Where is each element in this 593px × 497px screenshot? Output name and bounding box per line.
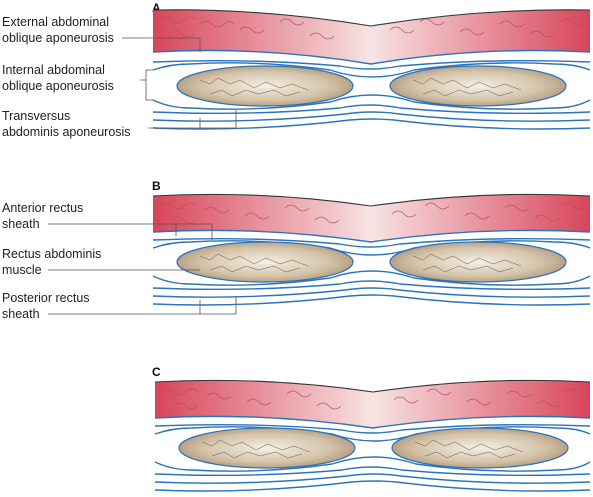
panel-a-letter: A [152,1,161,15]
panel-b-subcutaneous-fat [153,194,590,242]
panel-b-left-rectus-muscle [176,241,354,283]
label-rectus-muscle-line1: Rectus abdominis [2,247,101,261]
panel-a-labels: External abdominal oblique aponeurosis I… [2,15,237,139]
label-external-oblique-line1: External abdominal [2,15,109,29]
label-transversus-line2: abdominis aponeurosis [2,125,131,139]
leader-posterior-sheath [48,296,237,315]
label-internal-oblique-line1: Internal abdominal [2,63,105,77]
panel-a-fat-texture [159,16,585,40]
leader-external-oblique [122,37,201,52]
label-anterior-sheath-line2: sheath [2,217,40,231]
panel-b-right-rectus-muscle [389,241,567,283]
label-external-oblique-line2: oblique aponeurosis [2,31,114,45]
panel-a-left-rectus-muscle [176,65,354,107]
panel-a: A External abdominal oblique aponeurosis [2,1,591,139]
panel-c-subcutaneous-fat [155,380,590,428]
leader-anterior-sheath [48,223,213,240]
panel-b-letter: B [152,179,161,193]
panel-c-fat-texture [161,388,589,410]
label-posterior-sheath-line1: Posterior rectus [2,291,90,305]
panel-b-skin-line [152,193,591,207]
panel-b: B Anterior rectus sheath Rectus abdomini… [2,179,591,321]
label-internal-oblique-line2: oblique aponeurosis [2,79,114,93]
leader-transversus [148,110,237,129]
panel-a-skin-line [152,9,591,27]
panel-c-left-rectus-muscle [178,427,356,469]
label-transversus-line1: Transversus [2,109,70,123]
panel-b-labels: Anterior rectus sheath Rectus abdominis … [2,201,237,321]
panel-b-fascia-lines [152,229,591,306]
panel-c-letter: C [152,365,161,379]
label-posterior-sheath-line2: sheath [2,307,40,321]
panel-c-right-rectus-muscle [391,427,569,469]
panel-a-right-rectus-muscle [389,65,567,107]
label-rectus-muscle-line2: muscle [2,263,42,277]
panel-a-fascia-lines [152,49,591,130]
panel-c-rectus-muscles [178,427,569,469]
panel-b-fat-texture [159,202,587,224]
panel-c-fascia-lines [154,415,591,492]
panel-c-skin-line [154,379,591,393]
label-anterior-sheath-line1: Anterior rectus [2,201,83,215]
panel-a-subcutaneous-fat [153,9,590,65]
leader-internal-oblique [140,69,153,101]
panel-a-rectus-muscles [176,65,567,107]
panel-c: C [152,365,591,492]
panel-b-rectus-muscles [176,241,567,283]
